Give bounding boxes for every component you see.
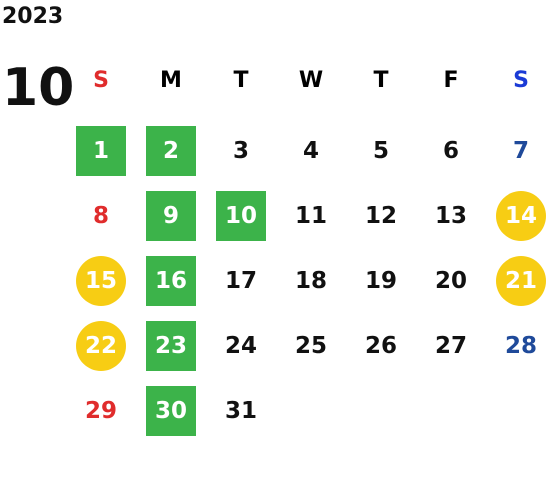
day-cell[interactable]: 3 [232,138,249,164]
day-cell[interactable]: 18 [294,268,327,294]
weekday-header-fri: F [443,68,459,93]
day-cell[interactable]: 27 [434,333,467,359]
day-cell[interactable]: 10 [216,191,266,241]
day-cell[interactable]: 31 [224,398,257,424]
year-label: 2023 [2,4,64,29]
day-cell[interactable]: 7 [512,138,529,164]
day-cell[interactable]: 21 [496,256,546,306]
day-cell[interactable]: 14 [496,191,546,241]
weekday-header-thu: T [373,68,389,93]
day-cell[interactable]: 11 [294,203,327,229]
day-cell[interactable]: 8 [92,203,109,229]
day-cell[interactable]: 9 [146,191,196,241]
day-cell[interactable]: 30 [146,386,196,436]
day-cell[interactable]: 16 [146,256,196,306]
day-cell[interactable]: 12 [364,203,397,229]
day-cell[interactable]: 20 [434,268,467,294]
day-cell[interactable]: 26 [364,333,397,359]
day-cell[interactable]: 6 [442,138,459,164]
weekday-header-sun: S [93,68,109,93]
weekday-header-mon: M [160,68,182,93]
day-cell[interactable]: 13 [434,203,467,229]
day-cell[interactable]: 5 [372,138,389,164]
day-cell[interactable]: 23 [146,321,196,371]
day-cell[interactable]: 29 [84,398,117,424]
day-cell[interactable]: 28 [504,333,537,359]
day-cell[interactable]: 24 [224,333,257,359]
weekday-header-sat: S [513,68,529,93]
day-cell[interactable]: 2 [146,126,196,176]
day-cell[interactable]: 17 [224,268,257,294]
weekday-header-tue: T [233,68,249,93]
day-cell[interactable]: 15 [76,256,126,306]
day-cell[interactable]: 4 [302,138,319,164]
day-cell[interactable]: 25 [294,333,327,359]
month-number: 10 [2,58,75,118]
day-cell[interactable]: 19 [364,268,397,294]
weekday-header-wed: W [298,68,324,93]
day-cell[interactable]: 22 [76,321,126,371]
day-cell[interactable]: 1 [76,126,126,176]
